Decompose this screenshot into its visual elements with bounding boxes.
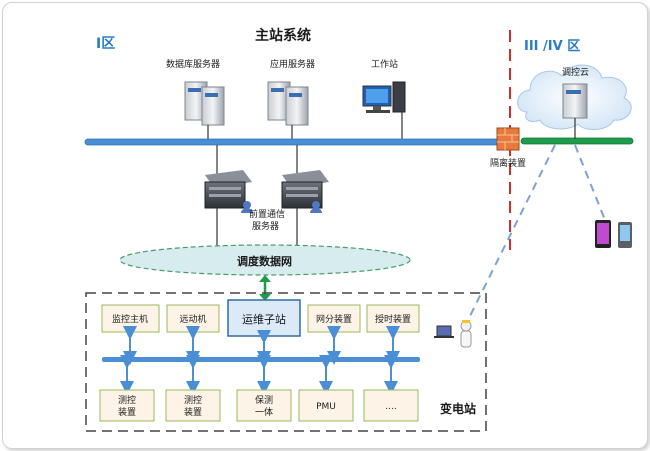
substation-boundary: [85, 292, 487, 432]
app-server-label: 应用服务器: [270, 58, 315, 70]
front-server-label-line1: 前置通信: [249, 208, 285, 220]
bottom-device-pmu: PMU: [298, 389, 354, 422]
maintenance-worker-icon: [434, 320, 472, 348]
svg-text:运维子站: 运维子站: [242, 312, 286, 326]
cloud-to-mobile-link: [574, 144, 606, 221]
db-server-label: 数据库服务器: [166, 58, 220, 70]
svg-text:....: ....: [385, 402, 396, 412]
svg-text:测控: 测控: [118, 394, 136, 406]
isolation-device-label: 隔离装置: [490, 157, 526, 169]
bottom-device-protection-integrated: 保测 一体: [236, 389, 292, 422]
substation-bus: [102, 357, 420, 362]
cloud-to-maintenance-link: [467, 144, 556, 321]
svg-text:保测: 保测: [255, 394, 273, 406]
svg-text:一体: 一体: [255, 406, 273, 418]
workstation-icon: [362, 81, 406, 142]
svg-text:授时装置: 授时装置: [375, 313, 411, 325]
dispatch-cloud-label: 调控云: [562, 66, 589, 78]
page-title: 主站系统: [255, 27, 311, 44]
cloud-server-icon: [562, 83, 588, 139]
top-device-monitor-host: 监控主机: [101, 304, 160, 333]
zone-3-4-label: III /IV 区: [524, 39, 580, 54]
top-device-network-analyzer: 网分装置: [307, 304, 361, 333]
front-server-label-line2: 服务器: [252, 220, 279, 232]
svg-text:网分装置: 网分装置: [316, 313, 352, 325]
svg-text:远动机: 远动机: [179, 313, 206, 325]
bottom-device-measure-control-2: 测控 装置: [165, 389, 221, 422]
top-device-maintenance-substation: 运维子站: [227, 299, 301, 337]
substation-label: 变电站: [440, 401, 476, 416]
svg-text:PMU: PMU: [316, 402, 336, 412]
db-server-icon: [184, 81, 225, 142]
bottom-device-measure-control-1: 测控 装置: [99, 389, 155, 422]
svg-text:装置: 装置: [118, 406, 136, 418]
top-device-timing: 授时装置: [366, 304, 420, 333]
tablet-icon: [595, 220, 611, 248]
svg-text:监控主机: 监控主机: [112, 313, 148, 325]
app-server-icon: [267, 81, 309, 142]
main-station-bus: [84, 138, 506, 146]
bottom-device-more: ....: [363, 389, 419, 422]
workstation-label: 工作站: [371, 58, 398, 70]
front-server-icon: [204, 170, 329, 213]
dispatch-data-network-label: 调度数据网: [237, 254, 292, 268]
zone-1-label: I区: [96, 36, 115, 52]
phone-icon: [618, 222, 632, 248]
svg-text:测控: 测控: [184, 394, 202, 406]
svg-text:装置: 装置: [184, 406, 202, 418]
isolation-device-icon: [496, 127, 520, 151]
bottom-device-connectors: [120, 355, 398, 395]
network-to-substation-arrow: [259, 275, 271, 301]
top-device-connectors: [123, 326, 400, 365]
top-device-telecontrol: 远动机: [166, 304, 220, 333]
zone-3-4-bus: [520, 137, 634, 145]
